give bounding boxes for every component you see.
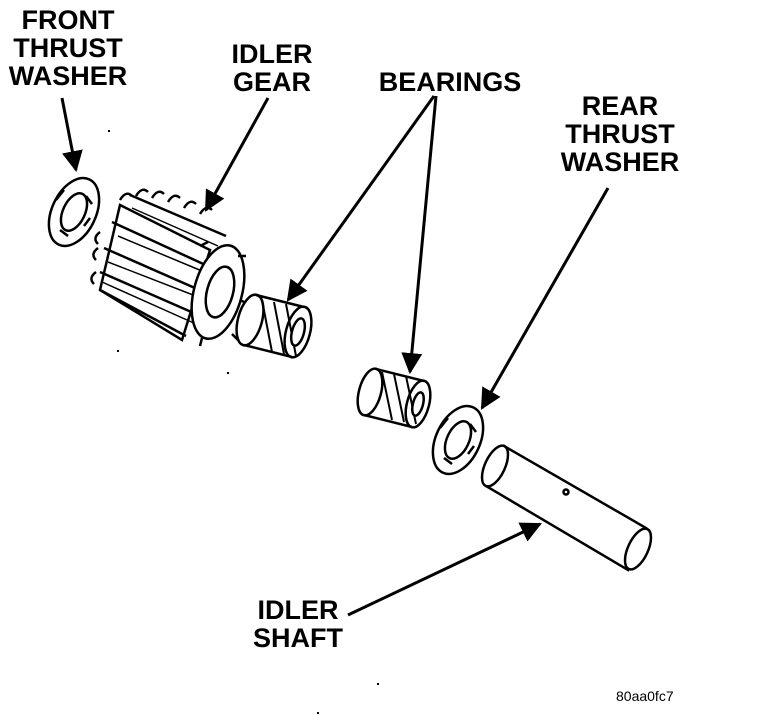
label-idler-shaft: IDLER SHAFT bbox=[246, 596, 350, 652]
label-line: THRUST bbox=[13, 33, 123, 63]
label-line: WASHER bbox=[8, 61, 128, 91]
label-line: IDLER bbox=[257, 595, 339, 625]
label-line: THRUST bbox=[565, 119, 675, 149]
bearing-rear bbox=[356, 367, 432, 429]
label-line: WASHER bbox=[560, 147, 680, 177]
leader-arrows bbox=[60, 95, 610, 617]
label-front-thrust-washer: FRONT THRUST WASHER bbox=[6, 6, 130, 90]
label-line: IDLER bbox=[231, 39, 313, 69]
label-line: REAR bbox=[581, 91, 659, 121]
arrow-rear-thrust-washer bbox=[480, 187, 610, 410]
arrow-idler-gear bbox=[204, 97, 270, 212]
arrow-idler-shaft bbox=[347, 522, 542, 617]
idler-gear bbox=[90, 188, 249, 347]
figure-code: 80aa0fc7 bbox=[616, 688, 674, 704]
label-idler-gear: IDLER GEAR bbox=[226, 40, 318, 96]
arrow-bearing-rear bbox=[401, 95, 438, 375]
front-thrust-washer bbox=[47, 176, 101, 248]
label-line: GEAR bbox=[232, 67, 311, 97]
scan-specks bbox=[108, 130, 379, 714]
rear-thrust-washer bbox=[431, 404, 485, 476]
label-line: SHAFT bbox=[253, 623, 343, 653]
label-line: FRONT bbox=[21, 5, 115, 35]
label-line: BEARINGS bbox=[378, 67, 522, 97]
arrow-bearing-front bbox=[286, 95, 436, 302]
arrow-front-thrust-washer bbox=[60, 97, 83, 173]
bearing-front bbox=[235, 293, 313, 359]
label-rear-thrust-washer: REAR THRUST WASHER bbox=[556, 92, 684, 176]
idler-shaft bbox=[480, 444, 653, 572]
label-bearings: BEARINGS bbox=[370, 68, 530, 96]
